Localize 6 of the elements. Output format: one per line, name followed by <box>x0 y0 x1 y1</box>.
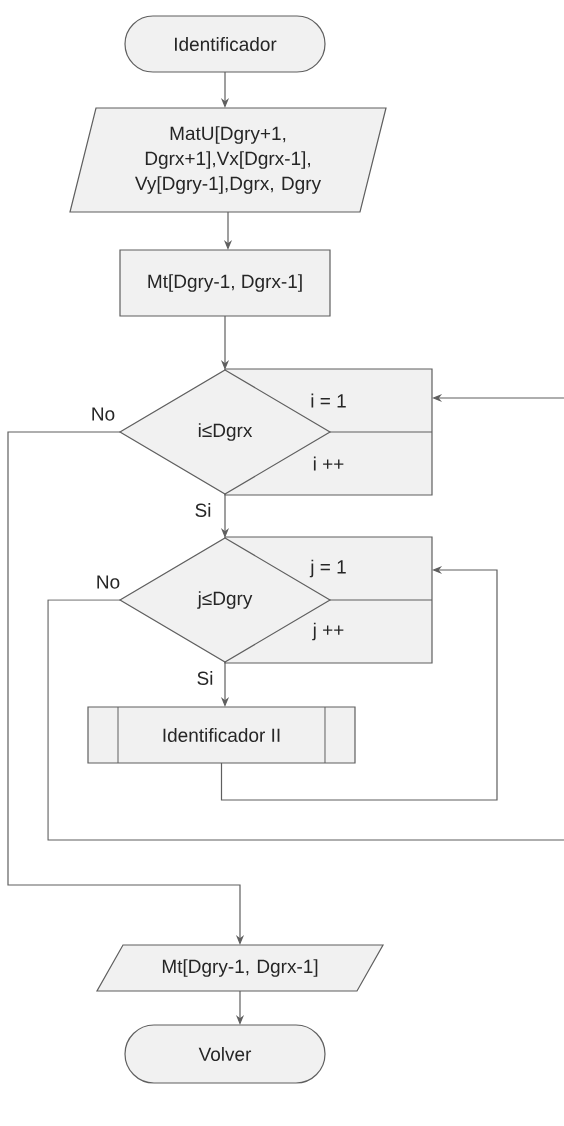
edge-label: Si <box>195 670 215 686</box>
data-parallelogram: MatU[Dgry+1, Dgrx+1],Vx[Dgrx-1], Vy[Dgry-1],Dgrx, Dgry <box>69 107 387 213</box>
subprocess-box: Identificador II <box>87 706 356 764</box>
process-box: Mt[Dgry-1, Dgrx-1] <box>119 249 331 317</box>
edge-label: Si <box>193 502 213 518</box>
edge-label: No <box>89 406 117 422</box>
